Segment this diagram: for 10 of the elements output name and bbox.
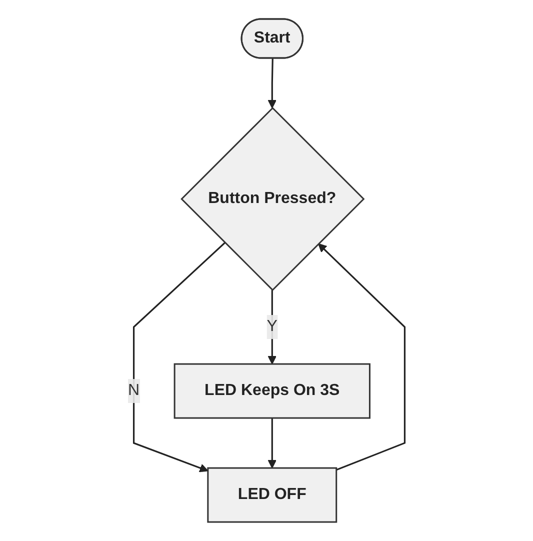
arrow bbox=[318, 243, 406, 471]
node-diamond: Button Pressed? bbox=[180, 106, 365, 292]
arrow bbox=[268, 58, 277, 108]
arrow bbox=[268, 290, 277, 364]
edge-label: Y bbox=[266, 318, 278, 335]
edge-label: N bbox=[128, 382, 140, 399]
arrow bbox=[268, 418, 277, 468]
arrow bbox=[133, 242, 226, 472]
node-box: LED OFF bbox=[207, 467, 338, 523]
node-box: LED Keeps On 3S bbox=[174, 363, 371, 419]
